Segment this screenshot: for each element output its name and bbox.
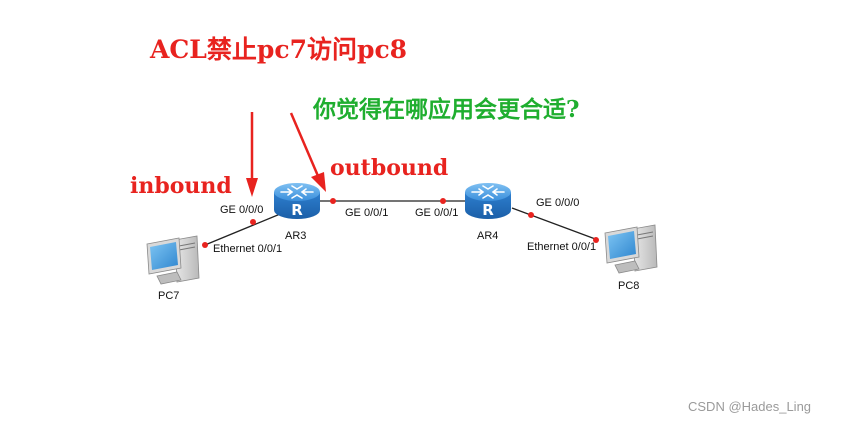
device-label-ar3: AR3 — [285, 230, 306, 242]
outbound-arrow — [289, 112, 326, 192]
port-label-ar4-ge001: GE 0/0/1 — [415, 207, 458, 219]
diagram-question: 你觉得在哪应用会更合适? — [312, 96, 579, 123]
inbound-annotation: inbound — [130, 173, 232, 199]
link-pc7-ar3 — [204, 211, 286, 246]
pc-icon — [146, 235, 200, 285]
port-dot-pc8-eth — [593, 237, 599, 243]
inbound-arrow — [246, 112, 258, 197]
router-icon: R — [274, 183, 320, 219]
port-label-pc8-eth: Ethernet 0/0/1 — [527, 241, 596, 253]
port-dot-ar4-ge000 — [528, 212, 534, 218]
watermark: CSDN @Hades_Ling — [688, 399, 811, 414]
port-dot-ar3-ge000 — [250, 219, 256, 225]
diagram-title: ACL禁止pc7访问pc8 — [149, 35, 407, 64]
port-label-ar4-ge000: GE 0/0/0 — [536, 197, 579, 209]
pc-pc7[interactable] — [146, 235, 200, 285]
device-label-pc8: PC8 — [618, 280, 639, 292]
link-ar4-pc8 — [511, 207, 599, 241]
port-dot-ar3-ge001 — [330, 198, 336, 204]
svg-text:R: R — [291, 201, 303, 219]
pc-icon — [604, 224, 658, 274]
port-label-pc7-eth: Ethernet 0/0/1 — [213, 243, 282, 255]
port-dot-pc7-eth — [202, 242, 208, 248]
pc-pc8[interactable] — [604, 224, 658, 274]
port-label-ar3-ge000: GE 0/0/0 — [220, 204, 263, 216]
router-icon: R — [465, 183, 511, 219]
outbound-annotation: outbound — [330, 155, 448, 181]
router-ar4[interactable]: R — [465, 183, 511, 219]
router-ar3[interactable]: R — [274, 183, 320, 219]
svg-text:R: R — [482, 201, 494, 219]
device-label-pc7: PC7 — [158, 290, 179, 302]
port-label-ar3-ge001: GE 0/0/1 — [345, 207, 388, 219]
port-dot-ar4-ge001 — [440, 198, 446, 204]
device-label-ar4: AR4 — [477, 230, 498, 242]
